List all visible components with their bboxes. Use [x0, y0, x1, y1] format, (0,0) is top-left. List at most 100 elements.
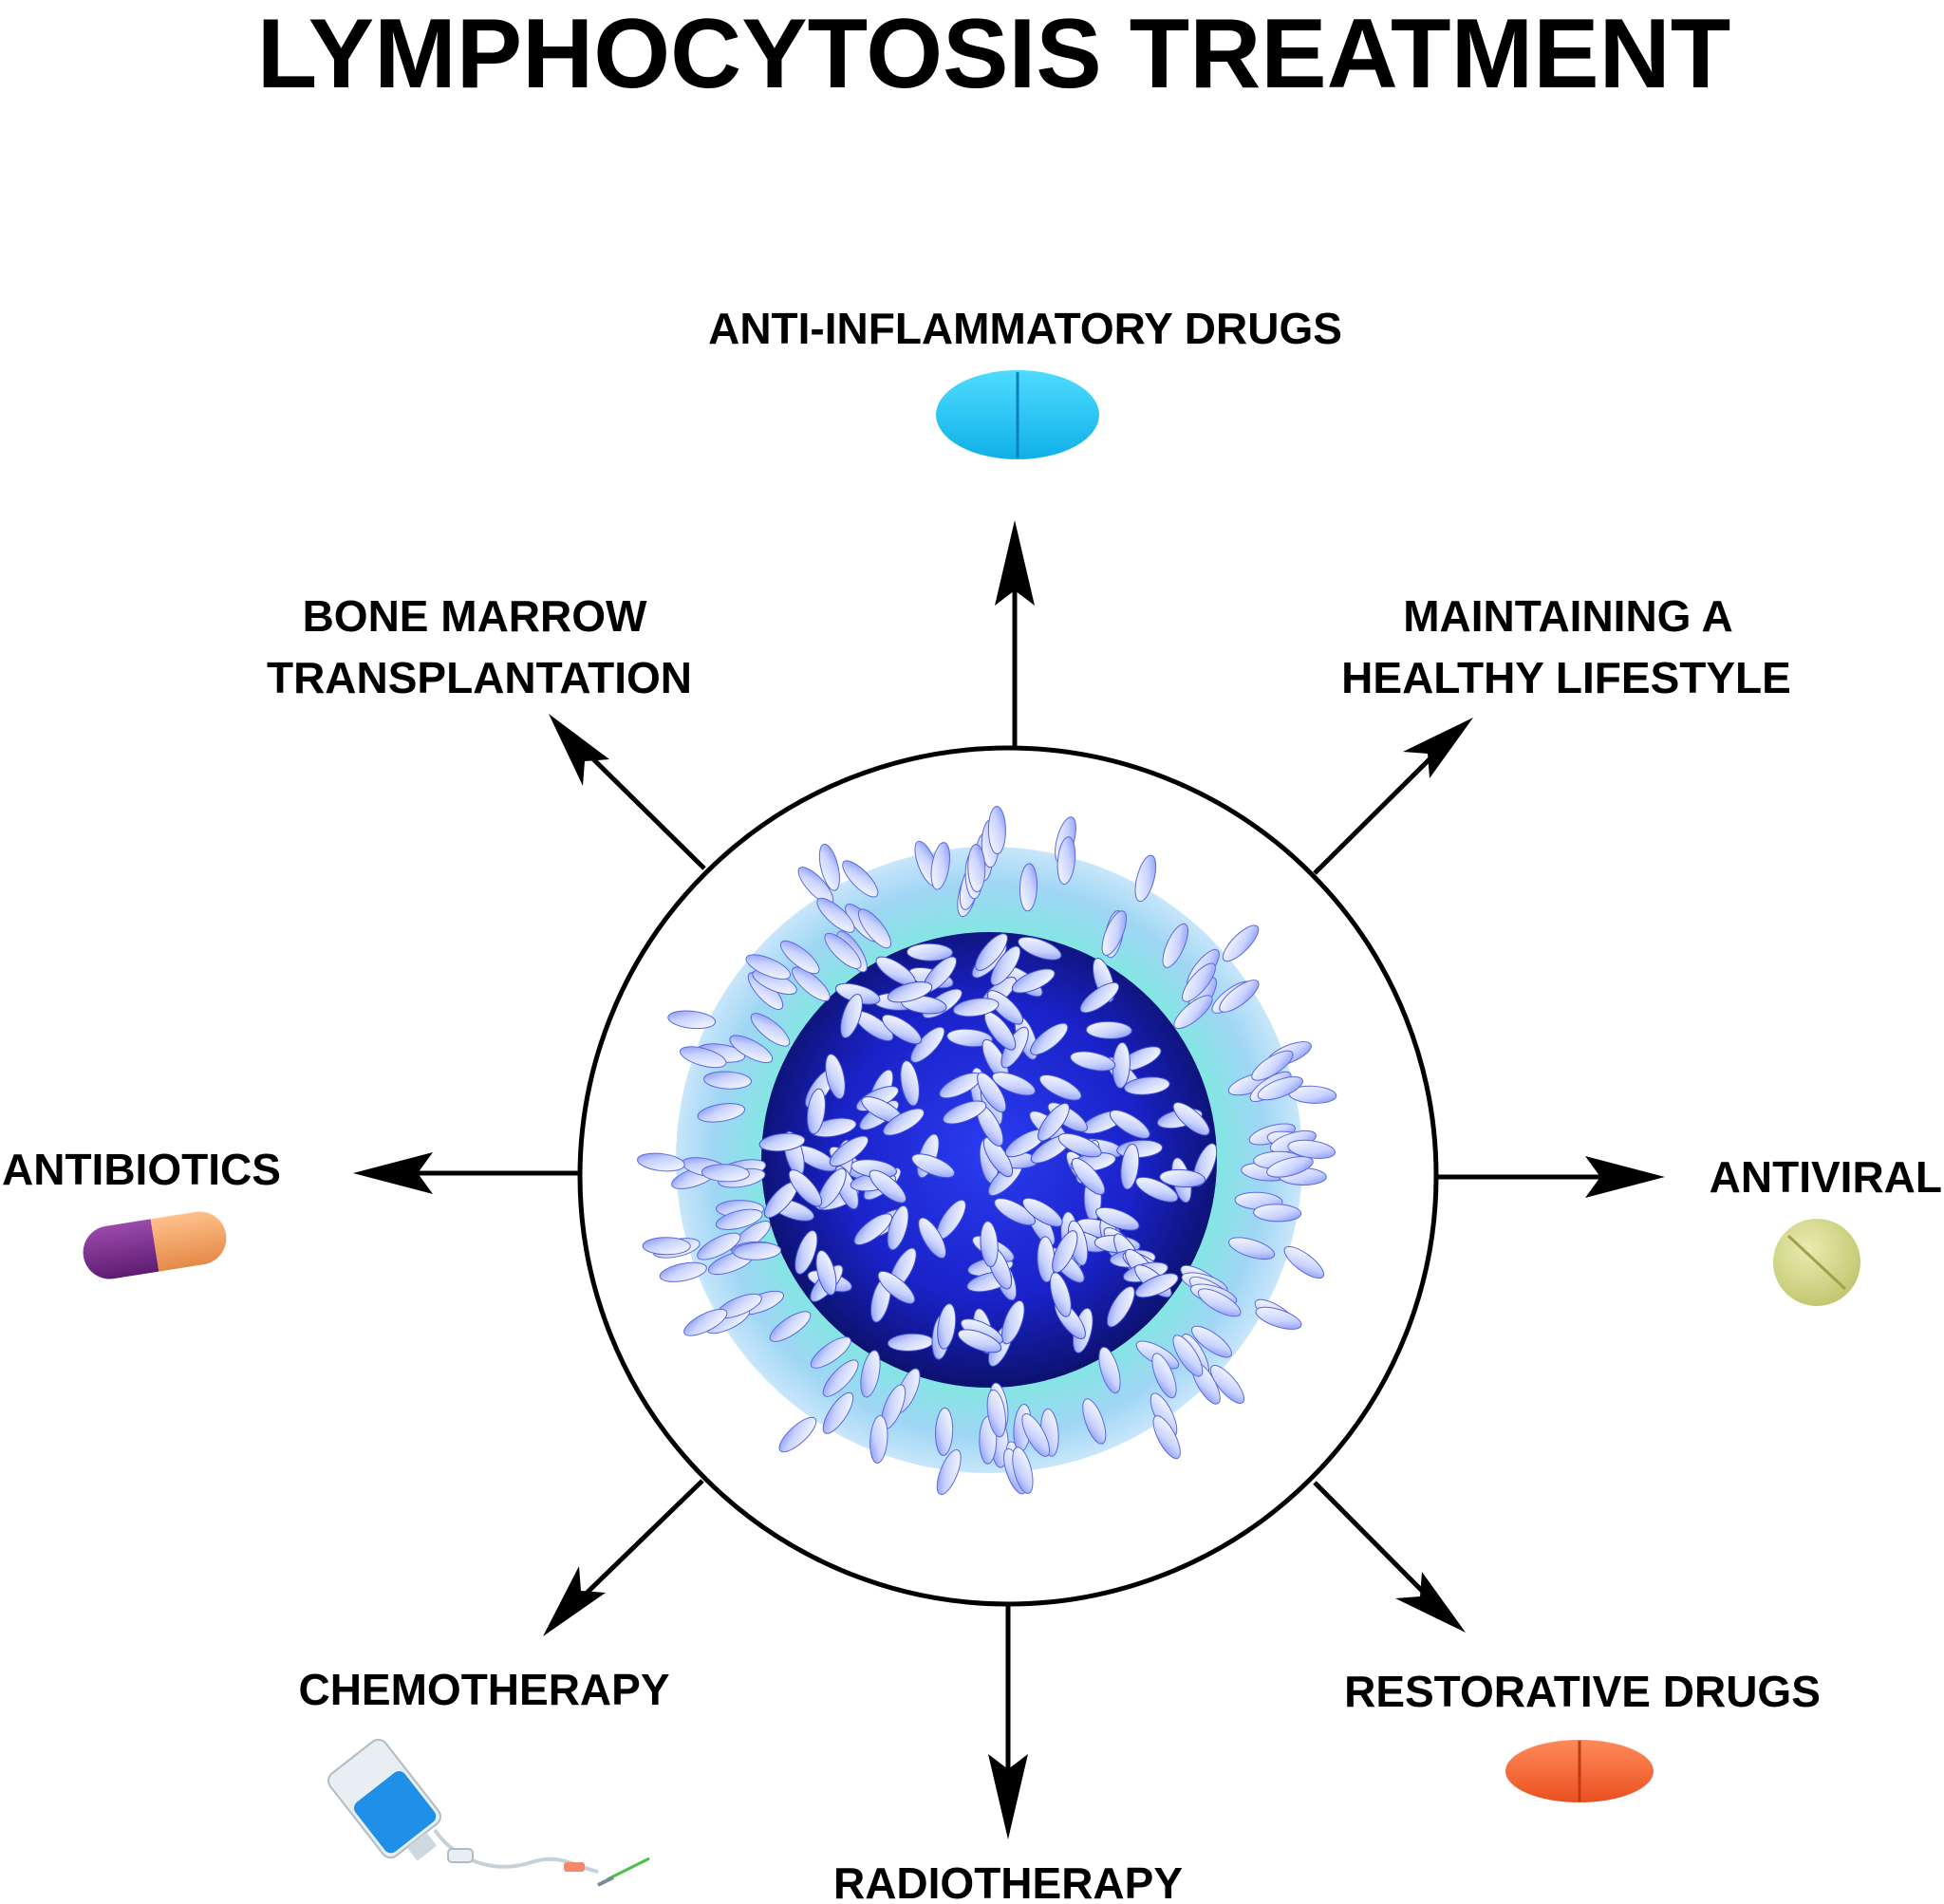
granule	[1162, 923, 1189, 968]
granule	[1037, 1102, 1070, 1142]
granule	[869, 1169, 907, 1204]
granule	[1098, 1346, 1121, 1394]
granule	[817, 1167, 847, 1209]
granule	[907, 943, 953, 961]
granule	[822, 1359, 859, 1397]
label-restorative: RESTORATIVE DRUGS	[1344, 1667, 1821, 1716]
cell-granules	[637, 806, 1337, 1495]
granule	[967, 844, 986, 893]
granule	[679, 1046, 727, 1069]
granule	[683, 1308, 728, 1336]
granule	[1134, 854, 1157, 903]
granule	[1255, 1306, 1302, 1330]
granule	[1172, 1102, 1210, 1136]
label-antibiotics: ANTIBIOTICS	[2, 1145, 281, 1194]
granule	[877, 1270, 916, 1304]
granule	[869, 1415, 888, 1464]
granule	[1152, 1415, 1181, 1460]
arrow-down-right	[1313, 1481, 1466, 1633]
granule	[1172, 1335, 1204, 1377]
granule	[930, 842, 951, 890]
granule	[697, 1232, 741, 1260]
granule	[1071, 1157, 1106, 1196]
granule	[986, 1389, 1006, 1438]
granule	[911, 1153, 956, 1179]
granule	[659, 1261, 707, 1282]
granule	[703, 1071, 752, 1090]
granule	[701, 1164, 750, 1183]
granule	[994, 1198, 1037, 1226]
granule	[1287, 1139, 1336, 1159]
granule	[1266, 1156, 1314, 1178]
label-chemotherapy: CHEMOTHERAPY	[298, 1665, 669, 1714]
granule	[860, 1350, 881, 1398]
label-lifestyle-2: HEALTHY LIFESTYLE	[1341, 653, 1791, 702]
granule	[758, 1132, 806, 1152]
granule	[1085, 1020, 1132, 1039]
granule	[918, 1217, 946, 1260]
granule	[1191, 1325, 1232, 1358]
granule	[642, 1237, 691, 1256]
granule	[990, 945, 1021, 986]
capsule-icon	[83, 1211, 227, 1279]
granule	[853, 1213, 893, 1245]
granule	[1070, 1051, 1116, 1072]
granule	[1021, 1412, 1050, 1457]
granule	[788, 1169, 822, 1207]
granule	[637, 1152, 685, 1172]
granule	[1182, 962, 1216, 1002]
granule	[697, 1103, 746, 1123]
granule	[1018, 936, 1062, 961]
granule	[1134, 1273, 1179, 1298]
granule	[935, 1407, 954, 1456]
granule	[733, 1241, 782, 1260]
label-bone-marrow-2: TRANSPLANTATION	[267, 653, 692, 702]
granule	[857, 908, 892, 949]
granule	[778, 1416, 817, 1453]
granule	[1019, 863, 1038, 912]
granule	[779, 940, 820, 975]
granule	[829, 1135, 869, 1167]
granule	[900, 1060, 920, 1107]
granule	[1257, 1075, 1303, 1101]
arrows	[353, 520, 1665, 1839]
granule	[1082, 1398, 1107, 1445]
granule	[1135, 1176, 1179, 1203]
arrow-up-left	[549, 714, 706, 870]
granule	[806, 1088, 826, 1135]
granule	[824, 932, 862, 969]
granule	[815, 1250, 837, 1296]
granule	[822, 1391, 854, 1434]
label-anti-inflammatory: ANTI-INFLAMMATORY DRUGS	[708, 304, 1342, 353]
granule	[1222, 924, 1260, 962]
granule	[1056, 836, 1076, 885]
granule	[986, 990, 1024, 1025]
arrow-down	[988, 1604, 1028, 1839]
granule	[1011, 968, 1056, 994]
granule	[729, 1035, 774, 1063]
granule	[1021, 1197, 1063, 1227]
granule	[667, 1010, 717, 1030]
granule	[1001, 1299, 1025, 1345]
granule	[1106, 1286, 1135, 1328]
granule	[750, 1013, 791, 1047]
granule	[975, 933, 1008, 971]
granule	[745, 954, 792, 980]
granule	[946, 1028, 994, 1048]
iv-drip-icon	[327, 1738, 650, 1887]
granule	[937, 1303, 957, 1350]
granule	[1228, 1237, 1276, 1260]
granule	[1049, 1272, 1072, 1317]
granule	[825, 1054, 846, 1100]
arrow-left	[353, 1152, 579, 1194]
granule	[881, 1014, 923, 1045]
granule	[977, 1072, 1007, 1113]
granule	[1120, 1143, 1140, 1190]
granule	[1151, 1353, 1177, 1399]
granule	[887, 1204, 909, 1251]
granule	[1219, 980, 1260, 1013]
round-tablet-icon	[1773, 1219, 1860, 1306]
granule	[1173, 995, 1213, 1030]
arrow-down-left	[543, 1479, 704, 1636]
